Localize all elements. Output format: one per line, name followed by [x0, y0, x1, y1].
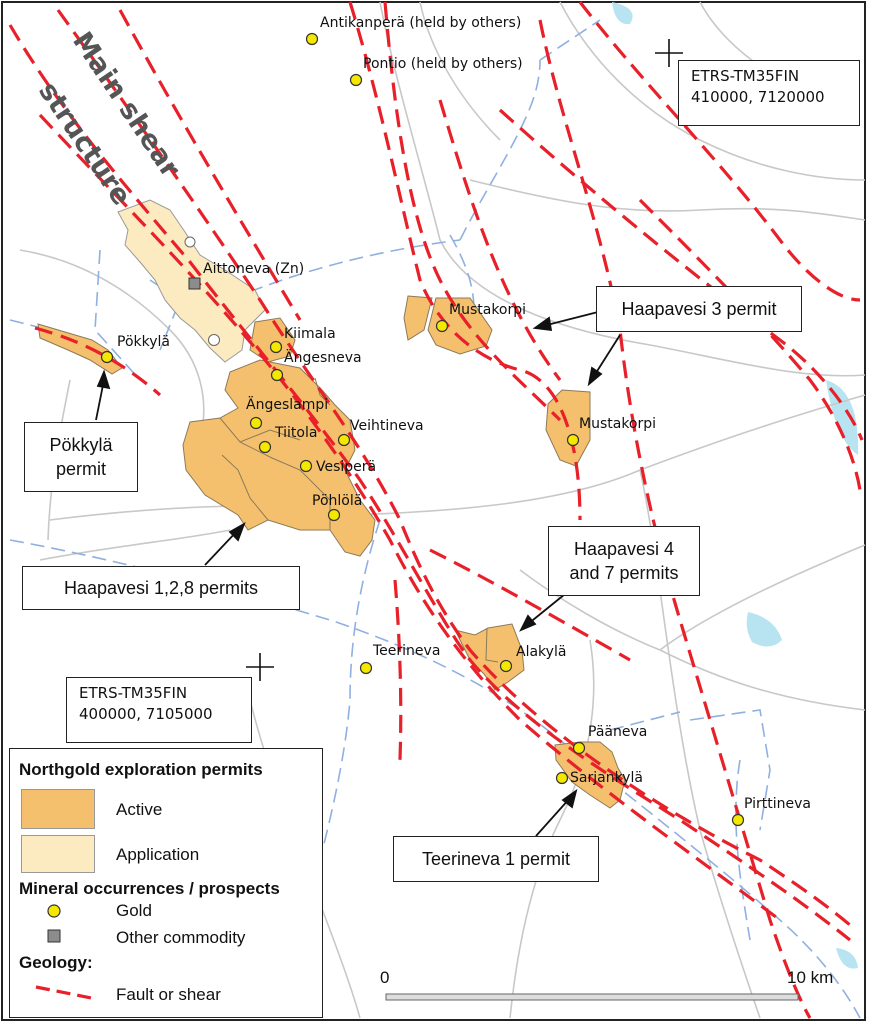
- callout-haapavesi-47-permits: Haapavesi 4 and 7 permits: [548, 526, 700, 596]
- label-angeslampi: Ängeslampi: [246, 395, 328, 413]
- gold-marker-angeslampi: [249, 416, 263, 430]
- label-pontio: Pontio (held by others): [363, 56, 523, 72]
- arrow-teerineva-1: [535, 797, 571, 837]
- gold-marker-teerineva: [359, 661, 373, 675]
- legend-heading-occurrences: Mineral occurrences / prospects: [19, 879, 280, 898]
- mustakorpi-north-permit-b: [427, 297, 493, 355]
- arrow-haapavesi-3-south: [593, 334, 621, 377]
- permit-internal-lines: [219, 377, 499, 663]
- gold-markers: [100, 32, 745, 827]
- label-pirttineva: Pirttineva: [744, 796, 811, 812]
- callout-haapavesi-47-text: Haapavesi 4 and 7 permits: [569, 538, 679, 583]
- gold-marker-mustakorpi-n: [435, 319, 449, 333]
- legend-swatch-application: [21, 835, 95, 873]
- coordinate-crosshairs: [246, 39, 683, 681]
- legend-label-fault: Fault or shear: [116, 985, 221, 1004]
- label-veihtineva: Veihtineva: [350, 418, 424, 434]
- pokkyla-permit: [37, 323, 123, 375]
- scale-label-start: 0: [380, 968, 390, 987]
- legend-other-commodity-icon: [47, 929, 61, 943]
- active-permits: [37, 295, 626, 809]
- gold-marker-mustakorpi-s: [566, 433, 580, 447]
- callout-haapavesi-3-permit: Haapavesi 3 permit: [596, 286, 802, 332]
- gold-marker-kiimala: [269, 340, 283, 354]
- label-vesipera: Vesiperä: [316, 459, 376, 475]
- arrow-haapavesi-128: [204, 529, 239, 566]
- crosshair-ne: [655, 39, 683, 67]
- gold-marker-pontio: [349, 73, 363, 87]
- coord-sw-line1: ETRS-TM35FIN: [79, 684, 188, 702]
- faults: [8, 1, 864, 1019]
- roads: [19, 1, 866, 1019]
- label-teerineva: Teerineva: [372, 643, 440, 659]
- water-bodies: [612, 2, 859, 969]
- legend-label-application: Application: [116, 845, 200, 864]
- gold-marker-pirttineva: [731, 813, 745, 827]
- label-antikanpera: Antikanperä (held by others): [320, 15, 521, 31]
- legend-heading-geology: Geology:: [19, 953, 93, 972]
- mustakorpi-south-permit: [545, 389, 591, 467]
- label-mustakorpi-south: Mustakorpi: [579, 416, 656, 432]
- callout-haapavesi-128-permits: Haapavesi 1,2,8 permits: [22, 566, 300, 610]
- legend-label-gold: Gold: [116, 901, 152, 920]
- callout-teerineva-1-permit: Teerineva 1 permit: [393, 836, 599, 882]
- gold-marker-sarjankyla: [555, 771, 569, 785]
- map-legend: Northgold exploration permits Active App…: [9, 748, 323, 1018]
- gold-marker-alakyla: [499, 659, 513, 673]
- callout-haapavesi-128-text: Haapavesi 1,2,8 permits: [63, 577, 259, 598]
- coord-ne-line1: ETRS-TM35FIN: [691, 67, 800, 85]
- gold-marker-vesipera: [299, 459, 313, 473]
- callout-teerineva-1-text: Teerineva 1 permit: [421, 848, 571, 869]
- label-tiitola: Tiitola: [274, 425, 317, 441]
- legend-gold-icon: [47, 904, 61, 918]
- gold-marker-pokkyla: [100, 350, 114, 364]
- label-kiimala: Kiimala: [284, 326, 336, 342]
- teerineva-1-permit: [554, 741, 626, 809]
- legend-heading-permits: Northgold exploration permits: [19, 760, 263, 779]
- scale-bar: [385, 993, 799, 1001]
- gold-marker-antikanpera: [305, 32, 319, 46]
- label-alakyla: Alakylä: [516, 644, 566, 660]
- label-paaneva: Pääneva: [588, 724, 647, 740]
- white-markers: [184, 236, 220, 346]
- coord-sw-line2: 400000, 7105000: [79, 705, 213, 723]
- legend-label-active: Active: [116, 800, 163, 819]
- label-angesneva: Ängesneva: [284, 348, 362, 366]
- label-aittoneva: Aittoneva (Zn): [203, 261, 304, 277]
- gold-marker-paaneva: [572, 741, 586, 755]
- coordinate-box-ne: ETRS-TM35FIN 410000, 7120000: [678, 60, 860, 126]
- haapavesi-permit-block: [182, 359, 376, 557]
- gold-marker-veihtineva: [337, 433, 351, 447]
- gold-marker-tiitola: [258, 440, 272, 454]
- label-sarjankyla: Sarjankylä: [570, 770, 643, 786]
- callout-pokkyla-text: Pökkylä permit: [49, 434, 113, 479]
- label-pohlola: Pöhlölä: [312, 493, 362, 509]
- crosshair-sw: [246, 653, 274, 681]
- callout-haapavesi-3-text: Haapavesi 3 permit: [621, 298, 777, 319]
- callout-pokkyla-permit: Pökkylä permit: [24, 422, 138, 492]
- legend-label-other: Other commodity: [116, 928, 246, 947]
- gold-marker-pohlola: [327, 508, 341, 522]
- gold-marker-angesneva: [270, 368, 284, 382]
- scale-label-end: 10 km: [787, 968, 834, 987]
- arrow-haapavesi-3-north: [542, 311, 599, 327]
- label-mustakorpi-north: Mustakorpi: [449, 302, 526, 318]
- legend-fault-icon: [35, 985, 97, 1001]
- aittoneva-marker: [188, 277, 201, 290]
- label-pokkyla: Pökkylä: [117, 334, 170, 350]
- legend-swatch-active: [21, 789, 95, 829]
- coordinate-box-sw: ETRS-TM35FIN 400000, 7105000: [66, 677, 252, 743]
- coord-ne-line2: 410000, 7120000: [691, 88, 825, 106]
